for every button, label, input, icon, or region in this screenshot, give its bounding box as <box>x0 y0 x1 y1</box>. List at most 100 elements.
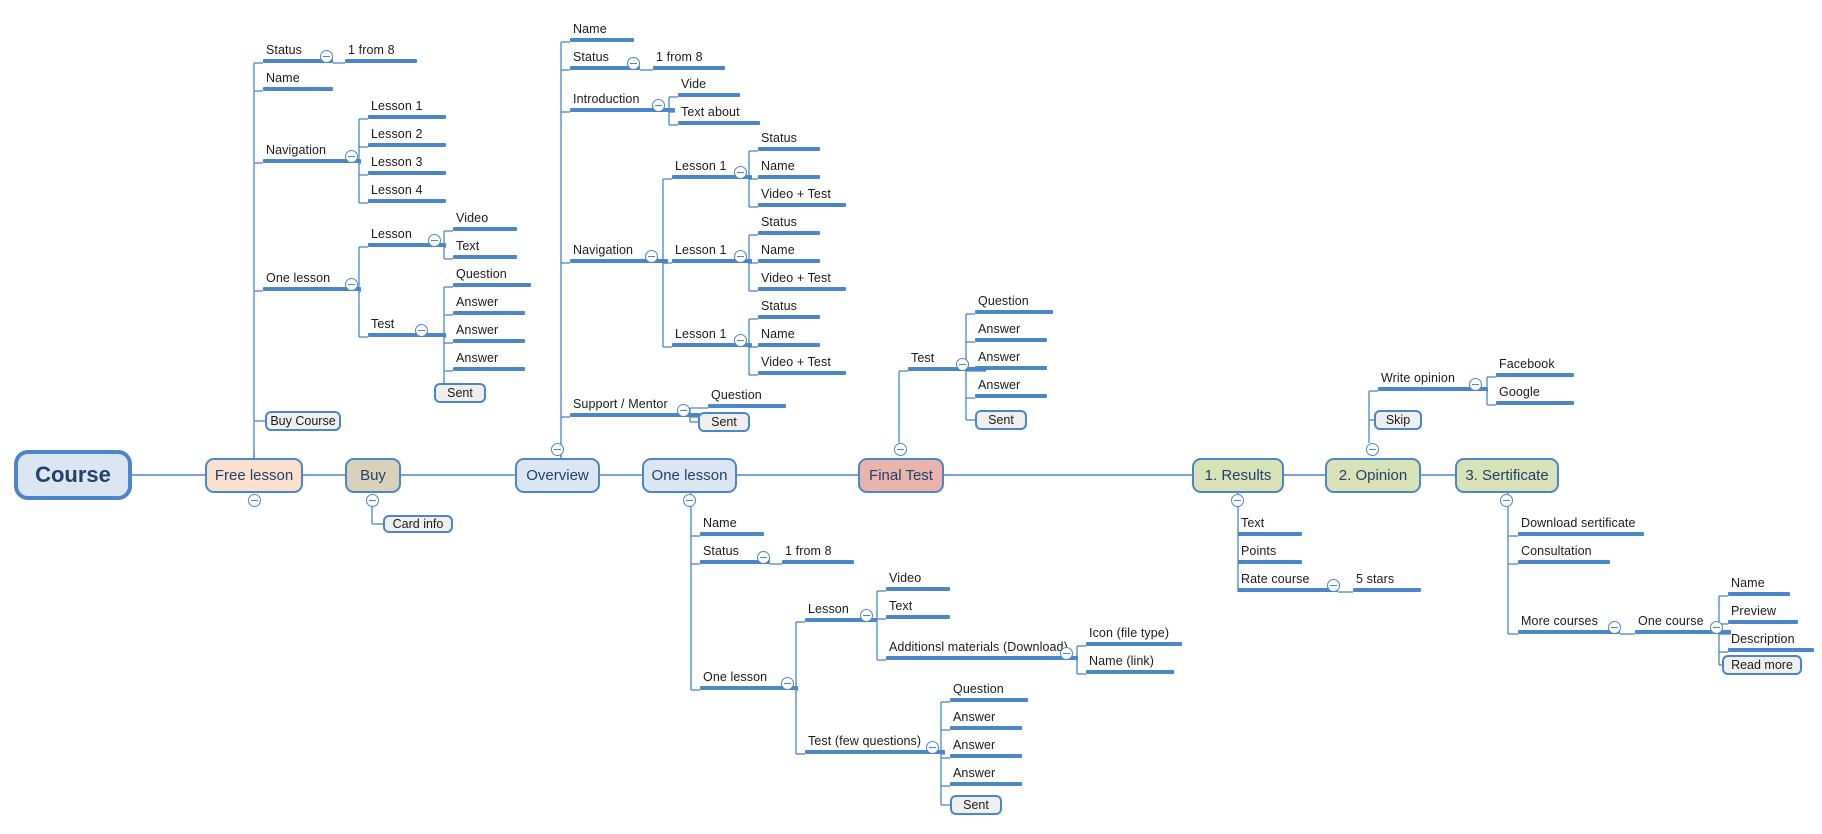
leaf-sc-download[interactable]: Download sertificate <box>1518 517 1644 536</box>
collapse-toggle-fl-status-icon[interactable] <box>320 50 333 63</box>
leaf-ov-introduction[interactable]: Introduction <box>570 93 675 112</box>
leaf-fl-lesson-2[interactable]: Lesson 2 <box>368 128 446 147</box>
main-node-overview[interactable]: Overview <box>515 458 600 493</box>
leaf-bl-namelink[interactable]: Name (link) <box>1086 655 1174 674</box>
leaf-sc-description[interactable]: Description <box>1728 633 1814 652</box>
leaf-ov-name[interactable]: Name <box>570 23 634 42</box>
leaf-ov-b-name[interactable]: Name <box>758 244 820 263</box>
leaf-ov-text-about[interactable]: Text about <box>678 106 760 125</box>
leaf-bl-video[interactable]: Video <box>886 572 950 591</box>
leaf-fl-question[interactable]: Question <box>453 268 531 287</box>
leaf-ft-answer-3[interactable]: Answer <box>975 379 1047 398</box>
leaf-op-facebook[interactable]: Facebook <box>1496 358 1574 377</box>
leaf-bl-status-val[interactable]: 1 from 8 <box>782 545 854 564</box>
leaf-op-google[interactable]: Google <box>1496 386 1574 405</box>
collapse-toggle-rs-rate-icon[interactable] <box>1327 579 1340 592</box>
collapse-toggle-bl-test-icon[interactable] <box>926 741 939 754</box>
collapse-toggle-final-test-icon[interactable] <box>894 443 907 456</box>
leaf-ov-a-name[interactable]: Name <box>758 160 820 179</box>
chip-chip-card-info[interactable]: Card info <box>383 515 453 533</box>
chip-chip-ft-sent[interactable]: Sent <box>975 410 1027 430</box>
leaf-fl-answer-1[interactable]: Answer <box>453 296 525 315</box>
chip-chip-skip[interactable]: Skip <box>1374 410 1422 430</box>
chip-chip-sup-sent[interactable]: Sent <box>698 412 750 432</box>
collapse-toggle-ov-lesson-c-icon[interactable] <box>734 334 747 347</box>
leaf-ov-vide[interactable]: Vide <box>678 78 740 97</box>
leaf-ov-status-val[interactable]: 1 from 8 <box>653 51 725 70</box>
leaf-rs-points[interactable]: Points <box>1238 545 1302 564</box>
leaf-bl-status[interactable]: Status <box>700 545 770 564</box>
leaf-ov-status[interactable]: Status <box>570 51 640 70</box>
leaf-fl-navigation[interactable]: Navigation <box>263 144 361 163</box>
collapse-toggle-free-lesson-icon[interactable] <box>248 494 261 507</box>
collapse-toggle-one-lesson-icon[interactable] <box>683 494 696 507</box>
leaf-fl-test[interactable]: Test <box>368 318 446 337</box>
leaf-bl-answer-3[interactable]: Answer <box>950 767 1022 786</box>
leaf-ov-a-video[interactable]: Video + Test <box>758 188 846 207</box>
collapse-toggle-ov-status-icon[interactable] <box>627 57 640 70</box>
collapse-toggle-bl-onelesson-icon[interactable] <box>781 677 794 690</box>
collapse-toggle-sertificate-icon[interactable] <box>1500 494 1513 507</box>
chip-chip-fl-sent[interactable]: Sent <box>434 383 486 403</box>
collapse-toggle-buy-icon[interactable] <box>366 494 379 507</box>
collapse-toggle-results-icon[interactable] <box>1231 494 1244 507</box>
leaf-bl-onelesson[interactable]: One lesson <box>700 671 798 690</box>
main-node-final-test[interactable]: Final Test <box>858 458 944 493</box>
leaf-ov-lesson-a[interactable]: Lesson 1 <box>672 160 752 179</box>
collapse-toggle-ft-test-icon[interactable] <box>956 358 969 371</box>
leaf-fl-answer-2[interactable]: Answer <box>453 324 525 343</box>
collapse-toggle-fl-lesson-icon[interactable] <box>428 234 441 247</box>
leaf-bl-name[interactable]: Name <box>700 517 764 536</box>
leaf-ov-b-status[interactable]: Status <box>758 216 820 235</box>
main-node-results[interactable]: 1. Results <box>1192 458 1284 493</box>
collapse-toggle-bl-lesson-icon[interactable] <box>860 609 873 622</box>
main-node-buy[interactable]: Buy <box>345 458 401 493</box>
leaf-op-write[interactable]: Write opinion <box>1378 372 1488 391</box>
collapse-toggle-ov-lesson-b-icon[interactable] <box>734 250 747 263</box>
collapse-toggle-overview-icon[interactable] <box>551 443 564 456</box>
leaf-bl-icon[interactable]: Icon (file type) <box>1086 627 1182 646</box>
leaf-fl-answer-3[interactable]: Answer <box>453 352 525 371</box>
leaf-ov-sup-question[interactable]: Question <box>708 389 786 408</box>
leaf-sc-name[interactable]: Name <box>1728 577 1790 596</box>
main-node-free-lesson[interactable]: Free lesson <box>205 458 303 493</box>
leaf-fl-lesson[interactable]: Lesson <box>368 228 446 247</box>
leaf-rs-stars[interactable]: 5 stars <box>1353 573 1421 592</box>
leaf-fl-video[interactable]: Video <box>453 212 517 231</box>
leaf-bl-answer-1[interactable]: Answer <box>950 711 1022 730</box>
leaf-fl-text[interactable]: Text <box>453 240 517 259</box>
leaf-rs-rate[interactable]: Rate course <box>1238 573 1338 592</box>
leaf-sc-more[interactable]: More courses <box>1518 615 1620 634</box>
leaf-bl-lesson[interactable]: Lesson <box>805 603 877 622</box>
leaf-ft-test[interactable]: Test <box>908 352 986 371</box>
main-node-opinion[interactable]: 2. Opinion <box>1325 458 1421 493</box>
leaf-sc-onecourse[interactable]: One course <box>1635 615 1731 634</box>
leaf-ov-lesson-c[interactable]: Lesson 1 <box>672 328 752 347</box>
chip-chip-read-more[interactable]: Read more <box>1722 655 1802 675</box>
leaf-ov-b-video[interactable]: Video + Test <box>758 272 846 291</box>
leaf-sc-consultation[interactable]: Consultation <box>1518 545 1610 564</box>
collapse-toggle-opinion-icon[interactable] <box>1366 443 1379 456</box>
leaf-ov-c-name[interactable]: Name <box>758 328 820 347</box>
leaf-fl-lesson-3[interactable]: Lesson 3 <box>368 156 446 175</box>
leaf-bl-question[interactable]: Question <box>950 683 1028 702</box>
leaf-ov-c-status[interactable]: Status <box>758 300 820 319</box>
leaf-fl-status-val[interactable]: 1 from 8 <box>345 44 417 63</box>
leaf-ft-answer-2[interactable]: Answer <box>975 351 1047 370</box>
collapse-toggle-sc-onecourse-icon[interactable] <box>1710 621 1723 634</box>
leaf-bl-text[interactable]: Text <box>886 600 950 619</box>
collapse-toggle-sc-more-icon[interactable] <box>1608 621 1621 634</box>
collapse-toggle-fl-navigation-icon[interactable] <box>345 150 358 163</box>
main-node-one-lesson[interactable]: One lesson <box>642 458 737 493</box>
leaf-ft-question[interactable]: Question <box>975 295 1053 314</box>
leaf-bl-addmat[interactable]: Additionsl materials (Download) <box>886 641 1078 660</box>
collapse-toggle-bl-addmat-icon[interactable] <box>1060 647 1073 660</box>
collapse-toggle-ov-introduction-icon[interactable] <box>652 99 665 112</box>
leaf-fl-lesson-4[interactable]: Lesson 4 <box>368 184 446 203</box>
main-node-root[interactable]: Course <box>14 450 132 500</box>
collapse-toggle-ov-navigation-icon[interactable] <box>645 250 658 263</box>
collapse-toggle-ov-support-icon[interactable] <box>677 404 690 417</box>
collapse-toggle-fl-onelesson-icon[interactable] <box>345 278 358 291</box>
chip-chip-buy-course[interactable]: Buy Course <box>265 411 341 431</box>
leaf-fl-name[interactable]: Name <box>263 72 333 91</box>
